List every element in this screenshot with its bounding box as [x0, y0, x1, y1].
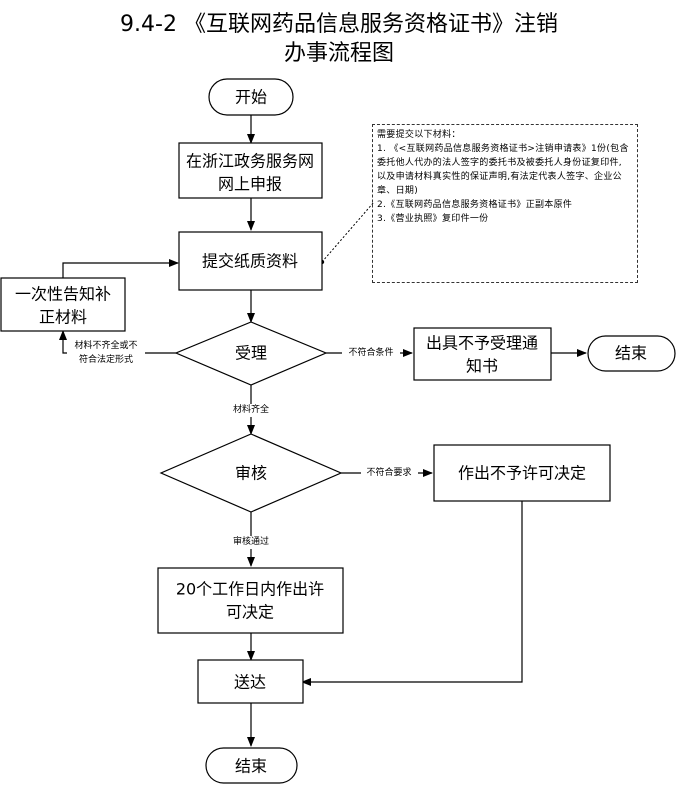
node-notify-supplement-label-1: 一次性告知补 [15, 285, 111, 304]
edge-label-incomplete-1: 材料不齐全或不 [74, 339, 137, 351]
edge-label-bg-not-eligible [342, 346, 400, 359]
node-apply-online-shape [178, 142, 323, 199]
edge-label-not-meet: 不符合要求 [366, 466, 411, 478]
node-end-reject-label: 结束 [615, 344, 647, 363]
node-reject-notice-label-2: 知书 [466, 357, 498, 376]
node-end-label: 结束 [235, 757, 267, 776]
node-deny-decision-shape [433, 444, 611, 502]
node-start-label: 开始 [235, 88, 267, 107]
node-reject-notice-shape [413, 327, 552, 381]
node-review-label: 审核 [235, 464, 267, 483]
title-line-1: 9.4-2 《互联网药品信息服务资格证书》注销 [120, 12, 558, 37]
node-review-shape [159, 433, 343, 513]
edge-label-complete: 材料齐全 [233, 403, 269, 415]
node-accept-shape [174, 321, 328, 386]
edge-label-bg-complete [226, 404, 276, 417]
note-callout-line [321, 201, 375, 263]
node-approve-decision-label-2: 可决定 [226, 603, 274, 622]
node-deliver-shape [197, 659, 304, 704]
materials-note: 需要提交以下材料： 1. 《<互联网药品信息服务资格证书>注销申请表》1份(包含… [372, 124, 638, 283]
node-deny-decision-label: 作出不予许可决定 [458, 464, 586, 483]
node-labels: 开始 在浙江政务服务网 网上申报 提交纸质资料 一次性告知补 正材料 受理 出具… [15, 88, 647, 776]
node-approve-decision-shape [157, 567, 344, 634]
edge-label-bg-not-meet [361, 467, 418, 480]
node-start-shape [208, 78, 294, 116]
edge-label-bg-review-pass [227, 536, 275, 549]
edge-notify-to-submit [62, 259, 179, 278]
edge-deny-to-deliver [301, 501, 523, 686]
node-apply-online-label-1: 在浙江政务服务网 [186, 152, 314, 171]
node-end-shape [205, 747, 298, 784]
node-notify-supplement-shape [0, 277, 126, 332]
materials-note-item-3: 3.《营业执照》复印件一份 [377, 214, 489, 224]
node-deliver-label: 送达 [234, 673, 266, 692]
edge-labels: 材料不齐全或不 符合法定形式 不符合条件 材料齐全 不符合要求 审核通过 [74, 339, 411, 547]
materials-note-item-1: 1. 《<互联网药品信息服务资格证书>注销申请表》1份(包含委托他人代办的法人签… [377, 144, 629, 196]
edge-label-review-pass: 审核通过 [233, 535, 269, 547]
node-notify-supplement-label-2: 正材料 [39, 308, 87, 327]
edge-label-not-eligible: 不符合条件 [348, 346, 393, 358]
node-end-reject-shape [587, 335, 676, 372]
edge-label-incomplete-2: 符合法定形式 [79, 353, 133, 365]
title-line-2: 办事流程图 [283, 41, 394, 66]
node-accept-label: 受理 [235, 344, 267, 363]
shapes [0, 78, 676, 784]
node-submit-paper-label: 提交纸质资料 [202, 252, 298, 271]
materials-note-item-2: 2.《互联网药品信息服务资格证书》正副本原件 [377, 200, 573, 210]
node-apply-online-label-2: 网上申报 [218, 175, 282, 194]
edge-label-backgrounds [67, 339, 418, 549]
node-approve-decision-label-1: 20个工作日内作出许 [176, 580, 324, 599]
edge-label-bg-incomplete [67, 339, 145, 368]
materials-note-heading: 需要提交以下材料： [377, 130, 461, 140]
node-reject-notice-label-1: 出具不予受理通 [426, 334, 538, 353]
node-submit-paper-shape [178, 231, 323, 291]
flowchart-title: 9.4-2 《互联网药品信息服务资格证书》注销 办事流程图 [0, 10, 678, 68]
